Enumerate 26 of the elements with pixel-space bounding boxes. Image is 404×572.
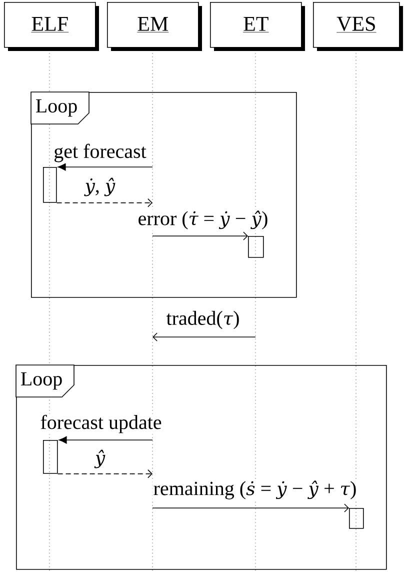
participant-box: VES — [313, 2, 403, 51]
message-arrow — [152, 504, 349, 512]
participant-box: EM — [107, 2, 202, 51]
message-arrow — [58, 436, 153, 444]
loop-tag: Loop — [16, 364, 74, 398]
activation-bar — [349, 508, 364, 529]
message-arrow — [152, 332, 256, 342]
edge-label: error (τ̇ = ẏ − ŷ) — [136, 210, 270, 230]
participant-box: ELF — [4, 2, 99, 51]
edge-label: forecast update — [39, 414, 163, 434]
loop-tag: Loop — [30, 92, 90, 124]
activation-bar — [248, 236, 264, 258]
return-arrow — [57, 469, 152, 478]
edge-label: get forecast — [52, 142, 148, 164]
participant-box: ET — [210, 2, 305, 51]
edge-label: ẏ, ŷ — [84, 176, 116, 198]
lifeline — [152, 52, 153, 572]
return-arrow — [56, 198, 152, 208]
activation-bar — [43, 167, 57, 203]
lifeline — [255, 52, 256, 572]
message-arrow — [58, 163, 153, 171]
message-arrow — [152, 232, 248, 240]
edge-label: remaining (ṡ = ẏ − ŷ + τ) — [152, 480, 358, 500]
edge-label: ŷ — [94, 448, 106, 470]
edge-label: traded(τ) — [165, 310, 241, 330]
activation-bar — [43, 440, 58, 474]
